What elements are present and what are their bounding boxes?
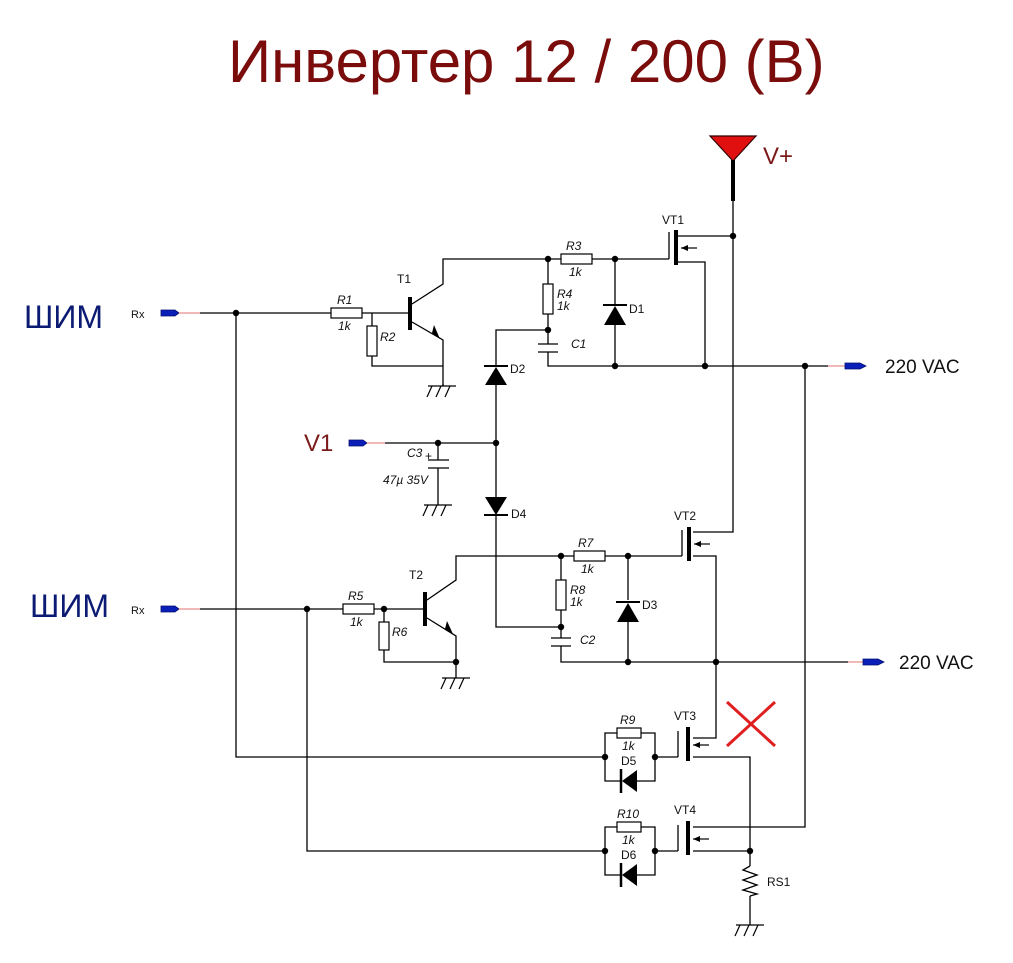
- ac-bottom-label: 220 VAC: [899, 653, 974, 674]
- svg-text:1k: 1k: [569, 265, 583, 279]
- ac-bottom-port-icon[interactable]: [848, 658, 885, 666]
- resistor-rs1: RS1: [740, 865, 791, 897]
- junction-dots: [232, 232, 809, 855]
- resistor-r2: R2: [366, 325, 396, 357]
- pwm-top-label: ШИМ: [24, 299, 103, 335]
- svg-text:T1: T1: [397, 272, 411, 286]
- svg-text:R2: R2: [380, 330, 396, 344]
- resistor-r6: R6: [378, 621, 408, 651]
- svg-text:C1: C1: [571, 337, 586, 351]
- resistor-r9: R9 1k: [616, 713, 642, 753]
- diode-d3: D3: [616, 598, 658, 622]
- pwm-bottom-label: ШИМ: [30, 588, 109, 624]
- svg-text:47µ 35V: 47µ 35V: [383, 473, 429, 487]
- wires: [200, 201, 848, 925]
- svg-text:R1: R1: [337, 293, 352, 307]
- ground-icon: [426, 384, 456, 398]
- svg-text:1k: 1k: [622, 739, 636, 753]
- svg-text:R9: R9: [620, 713, 636, 727]
- resistor-r1: R1 1k: [330, 293, 363, 333]
- ac-top-port-icon[interactable]: [828, 362, 867, 370]
- svg-text:VT1: VT1: [662, 213, 684, 227]
- diode-d4: D4: [484, 497, 527, 521]
- ac-top-label: 220 VAC: [885, 357, 960, 378]
- mosfet-vt3: VT3: [674, 709, 709, 761]
- svg-text:D3: D3: [642, 598, 658, 612]
- svg-text:R8: R8: [570, 583, 586, 597]
- pwm-bottom-port-icon[interactable]: [160, 605, 200, 613]
- mosfet-vt4: VT4: [674, 803, 709, 855]
- svg-text:C3: C3: [407, 446, 423, 460]
- svg-text:D2: D2: [510, 362, 526, 376]
- v1-port-icon[interactable]: [348, 439, 385, 447]
- svg-text:VT3: VT3: [674, 709, 696, 723]
- svg-text:T2: T2: [409, 568, 423, 582]
- vplus-supply-icon: [708, 135, 758, 201]
- svg-text:1k: 1k: [557, 299, 571, 313]
- pwm-top-port-icon[interactable]: [160, 309, 200, 317]
- svg-text:R5: R5: [348, 589, 364, 603]
- diode-d6: D6: [619, 848, 637, 887]
- svg-text:1k: 1k: [570, 595, 584, 609]
- svg-text:RS1: RS1: [767, 875, 791, 889]
- svg-text:+: +: [425, 449, 432, 463]
- vplus-label: V+: [763, 143, 793, 170]
- ground-icon: [422, 504, 452, 517]
- svg-text:VT4: VT4: [674, 803, 696, 817]
- resistor-r3: R3 1k: [560, 239, 593, 279]
- mosfet-vt1: VT1: [662, 213, 697, 265]
- svg-text:D5: D5: [621, 754, 637, 768]
- transistor-t1: T1: [397, 272, 440, 339]
- svg-text:R4: R4: [557, 287, 573, 301]
- pwm-top-pin: Rx: [131, 309, 145, 321]
- svg-text:1k: 1k: [350, 615, 364, 629]
- svg-text:C2: C2: [580, 633, 596, 647]
- page-title: Инвертер 12 / 200 (В): [228, 28, 825, 95]
- svg-text:D1: D1: [629, 302, 645, 316]
- svg-text:1k: 1k: [581, 562, 595, 576]
- ground-icon: [440, 677, 470, 690]
- diode-d1: D1: [603, 302, 645, 325]
- svg-text:R10: R10: [617, 807, 639, 821]
- svg-text:1k: 1k: [338, 319, 352, 333]
- ground-icon: [734, 924, 764, 937]
- resistor-r4: R4 1k: [542, 283, 573, 315]
- svg-text:R3: R3: [566, 239, 582, 253]
- resistor-r5: R5 1k: [342, 589, 375, 629]
- diode-d2: D2: [484, 362, 526, 385]
- v1-label: V1: [304, 430, 333, 457]
- svg-text:1k: 1k: [622, 833, 636, 847]
- cross-mark-icon: [725, 700, 777, 748]
- pwm-bottom-pin: Rx: [131, 605, 145, 617]
- svg-text:D4: D4: [511, 507, 527, 521]
- resistor-r7: R7 1k: [573, 536, 606, 576]
- resistor-r10: R10 1k: [616, 807, 642, 847]
- capacitor-c1: C1: [538, 337, 586, 353]
- diode-d5: D5: [619, 754, 637, 793]
- svg-text:VT2: VT2: [674, 509, 696, 523]
- transistor-t2: T2: [409, 568, 453, 634]
- svg-text:R6: R6: [392, 625, 408, 639]
- capacitor-c2: C2: [551, 633, 596, 647]
- mosfet-vt2: VT2: [674, 509, 710, 561]
- resistor-r8: R8 1k: [555, 579, 586, 611]
- svg-text:D6: D6: [621, 848, 637, 862]
- svg-text:R7: R7: [578, 536, 595, 550]
- capacitor-c3: C3 + 47µ 35V: [383, 446, 449, 487]
